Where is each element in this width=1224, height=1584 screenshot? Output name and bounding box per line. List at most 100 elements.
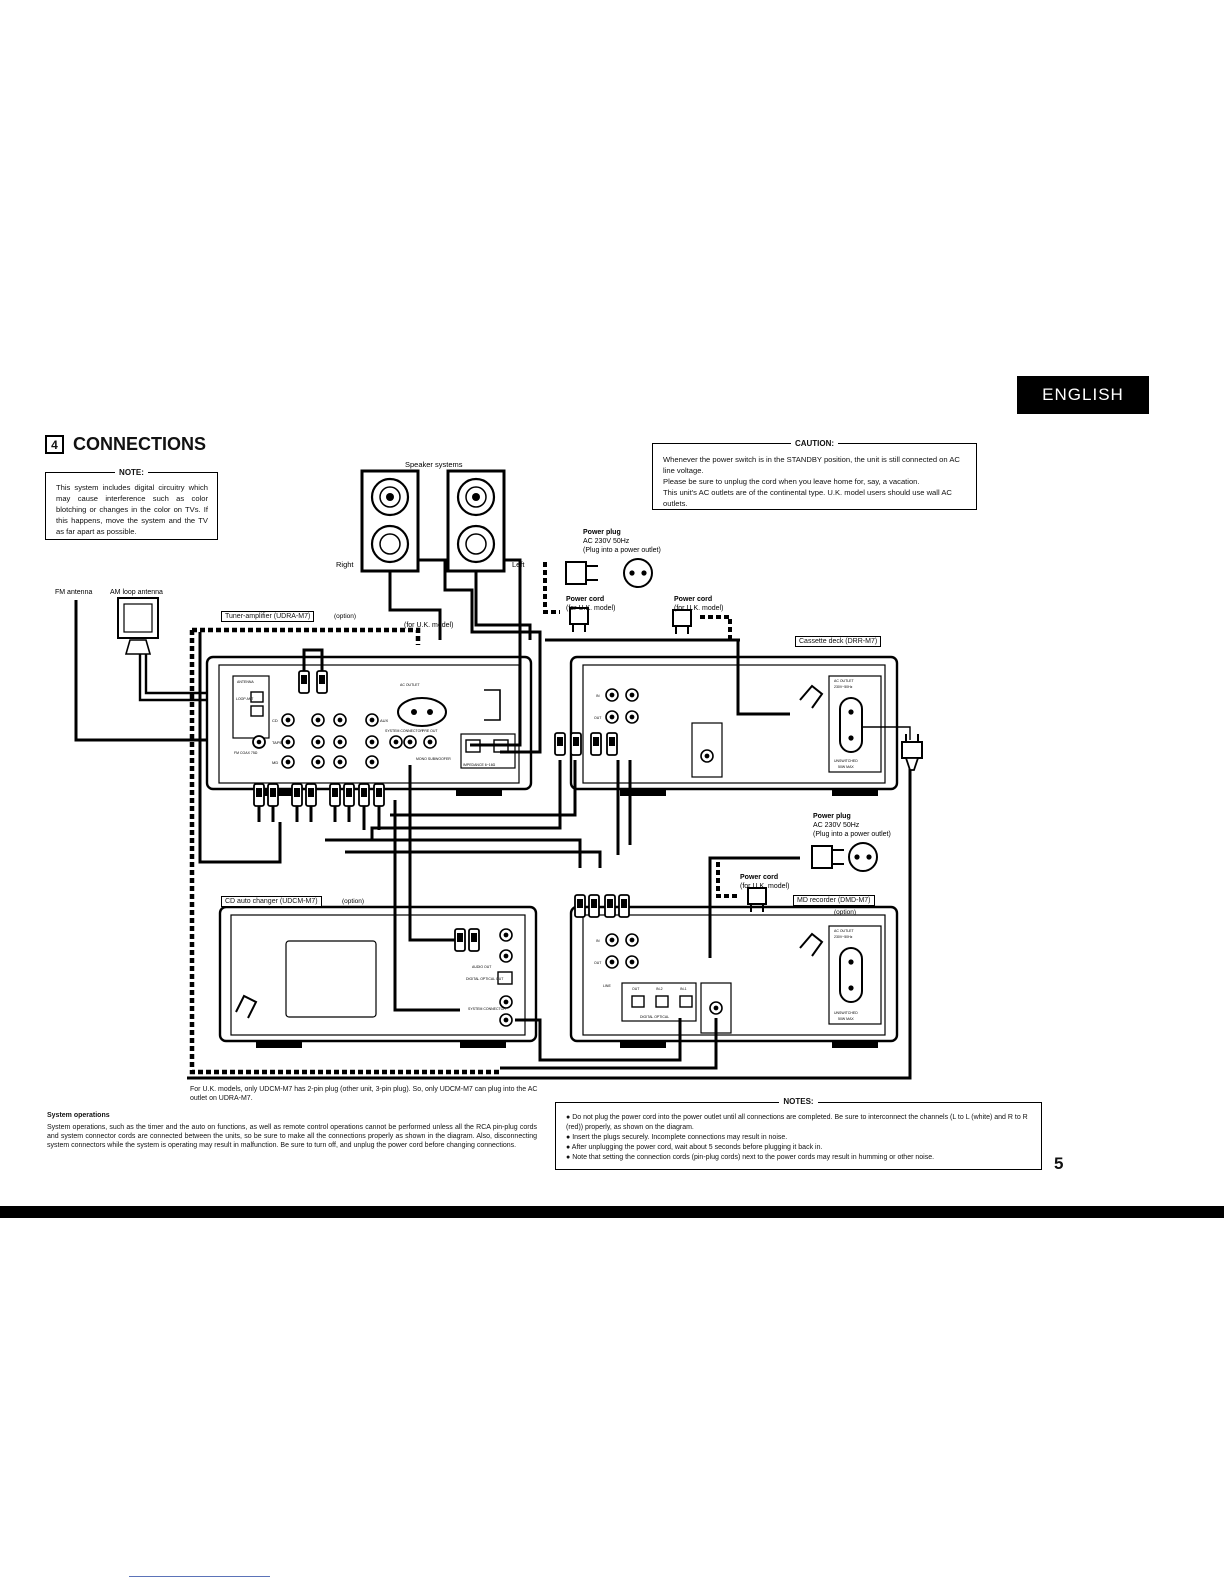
rca-r-label: R	[301, 680, 305, 686]
md-ac-rating-label: 230V~50Hz	[834, 935, 853, 939]
speaker-wire-right-2	[418, 558, 542, 754]
uk-plug-icon-3	[747, 887, 767, 912]
tuner-amplifier-unit	[205, 655, 533, 796]
power-cord-note-1: (for U.K. model)	[566, 605, 615, 612]
cd-ac-dashed-cord	[189, 627, 500, 1075]
cassette-out-label: OUT	[594, 716, 602, 720]
system-operations-heading: System operations	[47, 1112, 110, 1119]
md-unswitched-label: UNSWITCHED	[834, 1011, 858, 1015]
for-uk-model-label: (for U.K. model)	[404, 622, 453, 629]
md-power-cord	[708, 856, 800, 958]
tuner-ac-outlet-label: AC OUTLET	[400, 683, 421, 687]
system-connector-bus	[187, 760, 912, 1080]
cd-audio-out-label: AUDIO OUT	[472, 965, 492, 969]
section-number: 4	[45, 435, 64, 454]
language-tab: ENGLISH	[1017, 376, 1149, 414]
tuner-amplifier-label: Tuner-amplifier (UDRA-M7)	[221, 611, 315, 622]
md-in-label: IN	[596, 939, 600, 943]
rca-l-label: L	[319, 680, 322, 686]
power-plug-note-2: (Plug into a power outlet)	[813, 831, 891, 838]
notes-box: NOTES: ● Do not plug the power cord into…	[555, 1097, 1042, 1170]
aux-jack-label: AUX	[380, 718, 389, 723]
notes-item-4: ● Note that setting the connection cords…	[566, 1154, 935, 1161]
speaker-wire-right	[388, 571, 442, 640]
cd-system-connector-label: SYSTEM CONNECTOR	[468, 1007, 506, 1011]
md-option-label: (option)	[834, 909, 856, 916]
cd-jack-label: CD	[272, 718, 278, 723]
fm-antenna-label: FM antenna	[55, 589, 92, 596]
uk-cord-dashed-3	[716, 862, 738, 898]
am-loop-antenna	[117, 597, 159, 655]
power-cord-title-1: Power cord	[566, 596, 604, 603]
cassette-ac-rating-label: 230V~50Hz	[834, 685, 853, 689]
notes-item-3: ● After unplugging the power cord, wait …	[566, 1144, 823, 1151]
notes-item-4-text: Note that setting the connection cords (…	[572, 1154, 935, 1161]
power-cord-note-3: (for U.K. model)	[740, 883, 789, 890]
notes-item-1-text: Do not plug the power cord into the powe…	[566, 1114, 1028, 1131]
notes-item-3-text: After unplugging the power cord, wait ab…	[571, 1144, 823, 1151]
section-title: 4 CONNECTIONS	[45, 434, 206, 455]
system-connector-panel-label: SYSTEM CONNECTOR	[385, 729, 423, 733]
caution-box: CAUTION: Whenever the power switch is in…	[652, 439, 977, 510]
right-speaker	[360, 469, 420, 573]
rca-cables-tuner	[253, 648, 385, 830]
uk-cord-dashed-2	[700, 615, 732, 640]
power-cord-title-3: Power cord	[740, 874, 778, 881]
notes-item-1: ● Do not plug the power cord into the po…	[566, 1114, 1028, 1131]
am-loop-antenna-label: AM loop antenna	[110, 589, 163, 596]
power-plug-icon-2	[811, 842, 878, 872]
md-line-label: LINE	[603, 984, 611, 988]
md-out-label: OUT	[594, 961, 602, 965]
antenna-terminal-label: ANTENNA	[237, 680, 254, 684]
system-operations-text: System operations, such as the timer and…	[47, 1124, 537, 1149]
power-plug-title-2: Power plug	[813, 813, 851, 820]
notes-item-2-text: Insert the plugs securely. Incomplete co…	[572, 1134, 788, 1141]
notes-heading: NOTES:	[779, 1097, 818, 1106]
power-plug-note: (Plug into a power outlet)	[583, 547, 661, 554]
signal-cables-2	[198, 632, 602, 868]
md-in1-label: IN-1	[680, 987, 687, 991]
mono-subwoofer-label: MONO SUBWOOFER	[416, 757, 451, 761]
fm-antenna-wire	[74, 600, 230, 742]
note-box: NOTE: This system includes digital circu…	[45, 468, 218, 540]
md-recorder-unit	[569, 905, 899, 1048]
caution-line-2: Please be sure to unplug the cord when y…	[663, 477, 920, 486]
speaker-wire-left	[474, 571, 532, 640]
page-number: 5	[1054, 1154, 1064, 1173]
cassette-unswitched-label: UNSWITCHED	[834, 759, 858, 763]
uk-plug-icon	[569, 607, 589, 632]
impedance-label: IMPEDANCE 6~16Ω	[463, 763, 496, 767]
md-digital-optical-label: DIGITAL OPTICAL	[640, 1015, 669, 1019]
speaker-systems-label: Speaker systems	[405, 460, 463, 469]
caution-heading: CAUTION:	[790, 439, 839, 448]
cassette-max-label: 50W MAX	[838, 765, 854, 769]
cassette-outlet-lead	[862, 726, 911, 740]
md-max-label: 50W MAX	[838, 1017, 854, 1021]
tuner-option-label: (option)	[334, 613, 356, 620]
md-in2-label: IN-2	[656, 987, 663, 991]
power-plug-icon	[565, 558, 653, 588]
uk-cord-dashed-1	[543, 562, 560, 614]
language-tab-label: ENGLISH	[1042, 385, 1124, 404]
section-title-text: CONNECTIONS	[73, 434, 207, 454]
left-speaker	[446, 469, 506, 573]
right-speaker-label: Right	[336, 560, 354, 569]
cassette-power-cord	[736, 640, 790, 716]
loop-ant-label: LOOP ANT	[236, 697, 254, 701]
power-plug-spec: AC 230V 50Hz	[583, 538, 630, 545]
md-recorder-label: MD recorder (DMD-M7)	[793, 895, 875, 906]
diagram-footnote: For U.K. models, only UDCM-M7 has 2-pin …	[190, 1086, 538, 1102]
signal-cables	[370, 760, 577, 1012]
note-text: This system includes digital circuitry w…	[56, 483, 208, 536]
fm-coaxial-label: FM COAX 75Ω	[234, 751, 258, 755]
uk-plug-icon-2	[672, 609, 692, 634]
power-plug-spec-2: AC 230V 50Hz	[813, 822, 860, 829]
page-link-underline	[129, 1576, 270, 1577]
caution-line-1: Whenever the power switch is in the STAN…	[663, 455, 960, 475]
power-cord-note-2: (for U.K. model)	[674, 605, 723, 612]
cd-auto-changer-label: CD auto changer (UDCM-M7)	[221, 896, 322, 907]
md-jack-label: MD	[272, 760, 278, 765]
md-ac-outlet-label: AC OUTLET	[834, 929, 855, 933]
cd-digital-out-label: DIGITAL OPTICAL OUT	[466, 977, 504, 981]
cassette-deck-label: Cassette deck (DRR-M7)	[795, 636, 882, 647]
